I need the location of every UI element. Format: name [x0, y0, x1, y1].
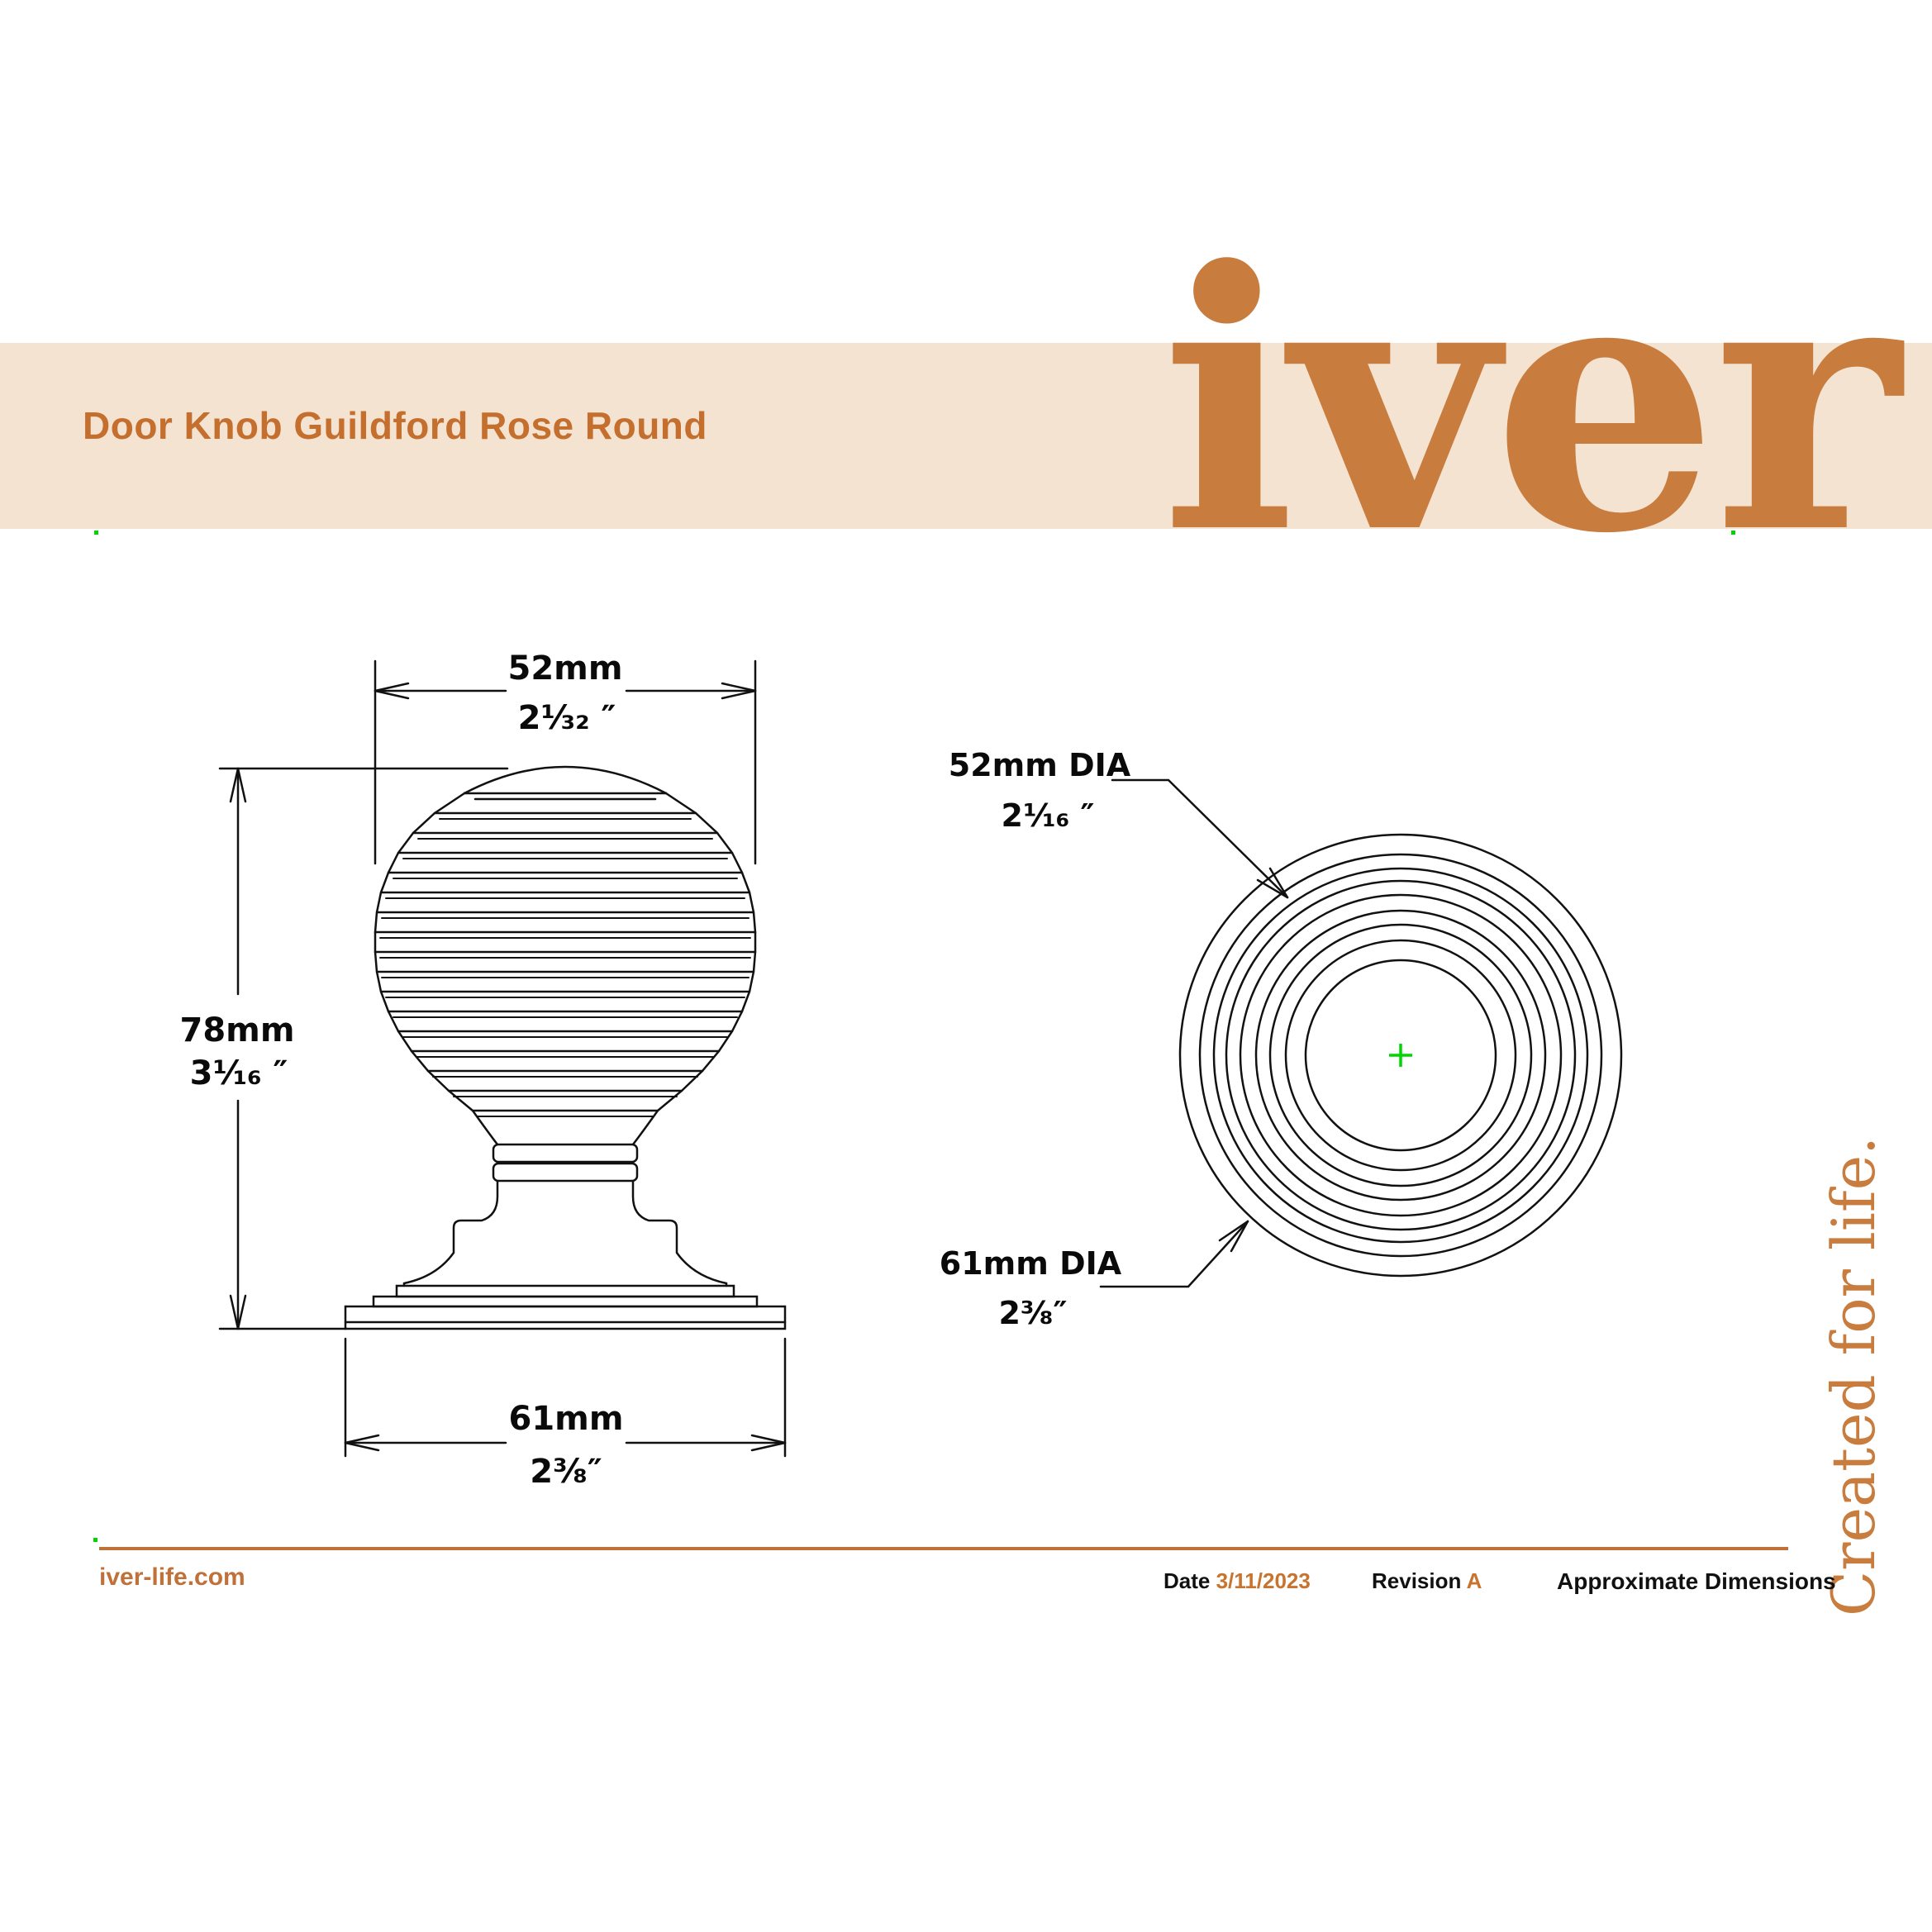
width-extension-lines	[374, 659, 757, 865]
knob-outer-circle	[1212, 867, 1589, 1244]
approx-dimensions-note: Approximate Dimensions	[1557, 1568, 1836, 1594]
registration-dot	[94, 531, 98, 535]
knob-ball-outline-left	[374, 792, 499, 1146]
date-value: 3/11/2023	[1216, 1568, 1311, 1593]
registration-dot	[93, 1538, 98, 1542]
knob-neck-ring	[492, 1162, 639, 1183]
knob-ridge-lines	[374, 792, 757, 1112]
footer-divider	[99, 1547, 1788, 1550]
center-cross-mark	[1389, 1044, 1412, 1067]
rose-dia-mm-label: 61mm DIA	[939, 1245, 1122, 1282]
leader-arrow	[1256, 867, 1289, 899]
front-view-drawing	[1099, 778, 1623, 1288]
revision-value: A	[1466, 1568, 1482, 1593]
width-dim-mm-label: 52mm	[507, 650, 623, 688]
knob-dia-inch-label: 2¹⁄₁₆ ″	[1001, 797, 1095, 834]
rose-dia-leader-line	[1099, 1220, 1249, 1288]
width-dim-inch-label: 2¹⁄₃₂ ″	[517, 699, 616, 737]
base-dim-inch-label: 2³⁄₈″	[530, 1453, 602, 1491]
base-extension-lines	[344, 1337, 787, 1458]
dim-arrow	[229, 767, 247, 1330]
rose-outer-circle	[1178, 833, 1623, 1278]
base-step-2	[372, 1295, 759, 1308]
knob-bell-right	[631, 1179, 728, 1287]
height-dim-mm-label: 78mm	[179, 1011, 295, 1049]
knob-dome	[463, 765, 668, 795]
footer-revision: Revision A	[1372, 1568, 1482, 1594]
website-text: iver-life.com	[99, 1563, 245, 1591]
knob-ball-outline-right	[631, 792, 757, 1146]
dim-arrow	[344, 1434, 787, 1452]
knob-bell-left	[402, 1179, 499, 1287]
revision-label: Revision	[1372, 1568, 1462, 1593]
knob-neck-ring	[492, 1143, 639, 1163]
footer-date: Date 3/11/2023	[1163, 1568, 1311, 1594]
side-view-drawing	[218, 659, 787, 1458]
registration-dots	[93, 531, 1735, 1542]
page-title: Door Knob Guildford Rose Round	[83, 404, 708, 447]
rose-dia-inch-label: 2³⁄₈″	[998, 1295, 1068, 1331]
registration-dot	[1731, 531, 1735, 535]
knob-dia-leader-line	[1111, 778, 1289, 899]
base-step-1	[395, 1284, 735, 1298]
height-extension-lines	[218, 767, 509, 1330]
base-dim-mm-label: 61mm	[508, 1400, 624, 1438]
date-label: Date	[1163, 1568, 1211, 1593]
height-dim-inch-label: 3¹⁄₁₆ ″	[189, 1054, 288, 1092]
iver-logo: iver	[1161, 194, 1908, 611]
base-slab	[344, 1305, 787, 1330]
leader-arrow	[1218, 1220, 1249, 1253]
tagline-vertical-text: Created for life.	[1819, 1136, 1888, 1616]
dim-arrow	[374, 682, 757, 700]
banner	[0, 343, 1932, 529]
knob-dia-mm-label: 52mm DIA	[948, 747, 1131, 783]
